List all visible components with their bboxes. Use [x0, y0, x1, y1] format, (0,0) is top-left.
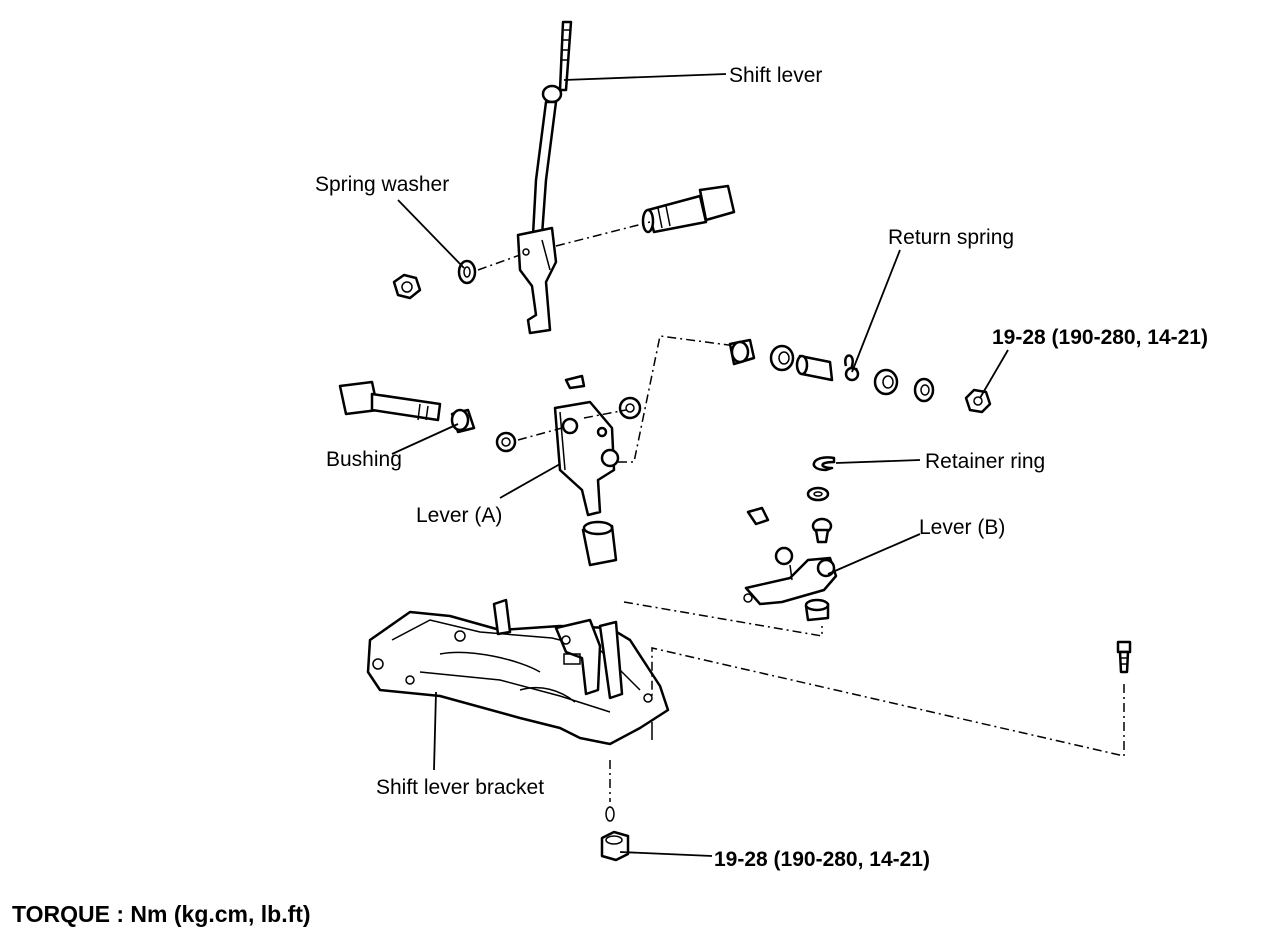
- collar-part-1: [728, 338, 756, 366]
- shift-lever-bracket-part: [366, 598, 670, 746]
- spacer-tube: [795, 354, 834, 382]
- bushing-part: [450, 408, 476, 434]
- label-lever-a: Lever (A): [416, 504, 502, 527]
- lever-b-part: [743, 546, 838, 606]
- leader-torque-top: [979, 349, 1009, 399]
- torque-units-note: TORQUE : Nm (kg.cm, lb.ft): [12, 901, 311, 927]
- label-lever-b: Lever (B): [919, 516, 1005, 539]
- label-torque-bottom: 19-28 (190-280, 14-21): [714, 848, 930, 871]
- label-spring-washer: Spring washer: [315, 173, 449, 196]
- label-shift-lever-bracket: Shift lever bracket: [376, 776, 544, 799]
- bushing-part-3: [873, 368, 899, 396]
- label-bushing: Bushing: [326, 448, 402, 471]
- washer-part-b: [806, 486, 830, 502]
- small-collar-left: [495, 431, 517, 453]
- small-nut-right: [618, 396, 642, 420]
- leader-lever-b: [827, 533, 921, 575]
- label-return-spring: Return spring: [888, 226, 1014, 249]
- bracket-nut-part: [600, 830, 630, 862]
- leader-retainer-ring: [835, 459, 921, 464]
- shift-lever-bolt: [641, 184, 736, 234]
- leader-torque-bottom: [619, 851, 713, 857]
- label-shift-lever: Shift lever: [729, 64, 822, 87]
- washer-part: [913, 377, 935, 403]
- lower-bushing-part: [581, 520, 618, 567]
- lever-a-bolt: [338, 380, 442, 422]
- nut-part: [392, 273, 422, 300]
- return-spring-part: [844, 354, 860, 382]
- bolt-part-b: [811, 517, 833, 544]
- label-retainer-ring: Retainer ring: [925, 450, 1045, 473]
- lever-a-part: [553, 374, 620, 517]
- label-torque-top: 19-28 (190-280, 14-21): [992, 326, 1208, 349]
- bracket-bolt-part: [1116, 640, 1132, 674]
- leader-bushing: [391, 423, 459, 455]
- retainer-ring-part: [812, 456, 836, 472]
- leader-spring-washer: [397, 199, 465, 269]
- shift-lever-part: [516, 20, 573, 335]
- leader-lever-a: [499, 463, 561, 499]
- leader-shift-lever-bracket: [433, 691, 437, 771]
- leader-shift-lever: [563, 73, 727, 81]
- bushing-part-2: [769, 344, 795, 372]
- small-clip-part: [746, 506, 770, 526]
- lever-b-bushing: [804, 598, 830, 622]
- leader-return-spring: [851, 249, 901, 373]
- nut-part-top: [964, 388, 992, 414]
